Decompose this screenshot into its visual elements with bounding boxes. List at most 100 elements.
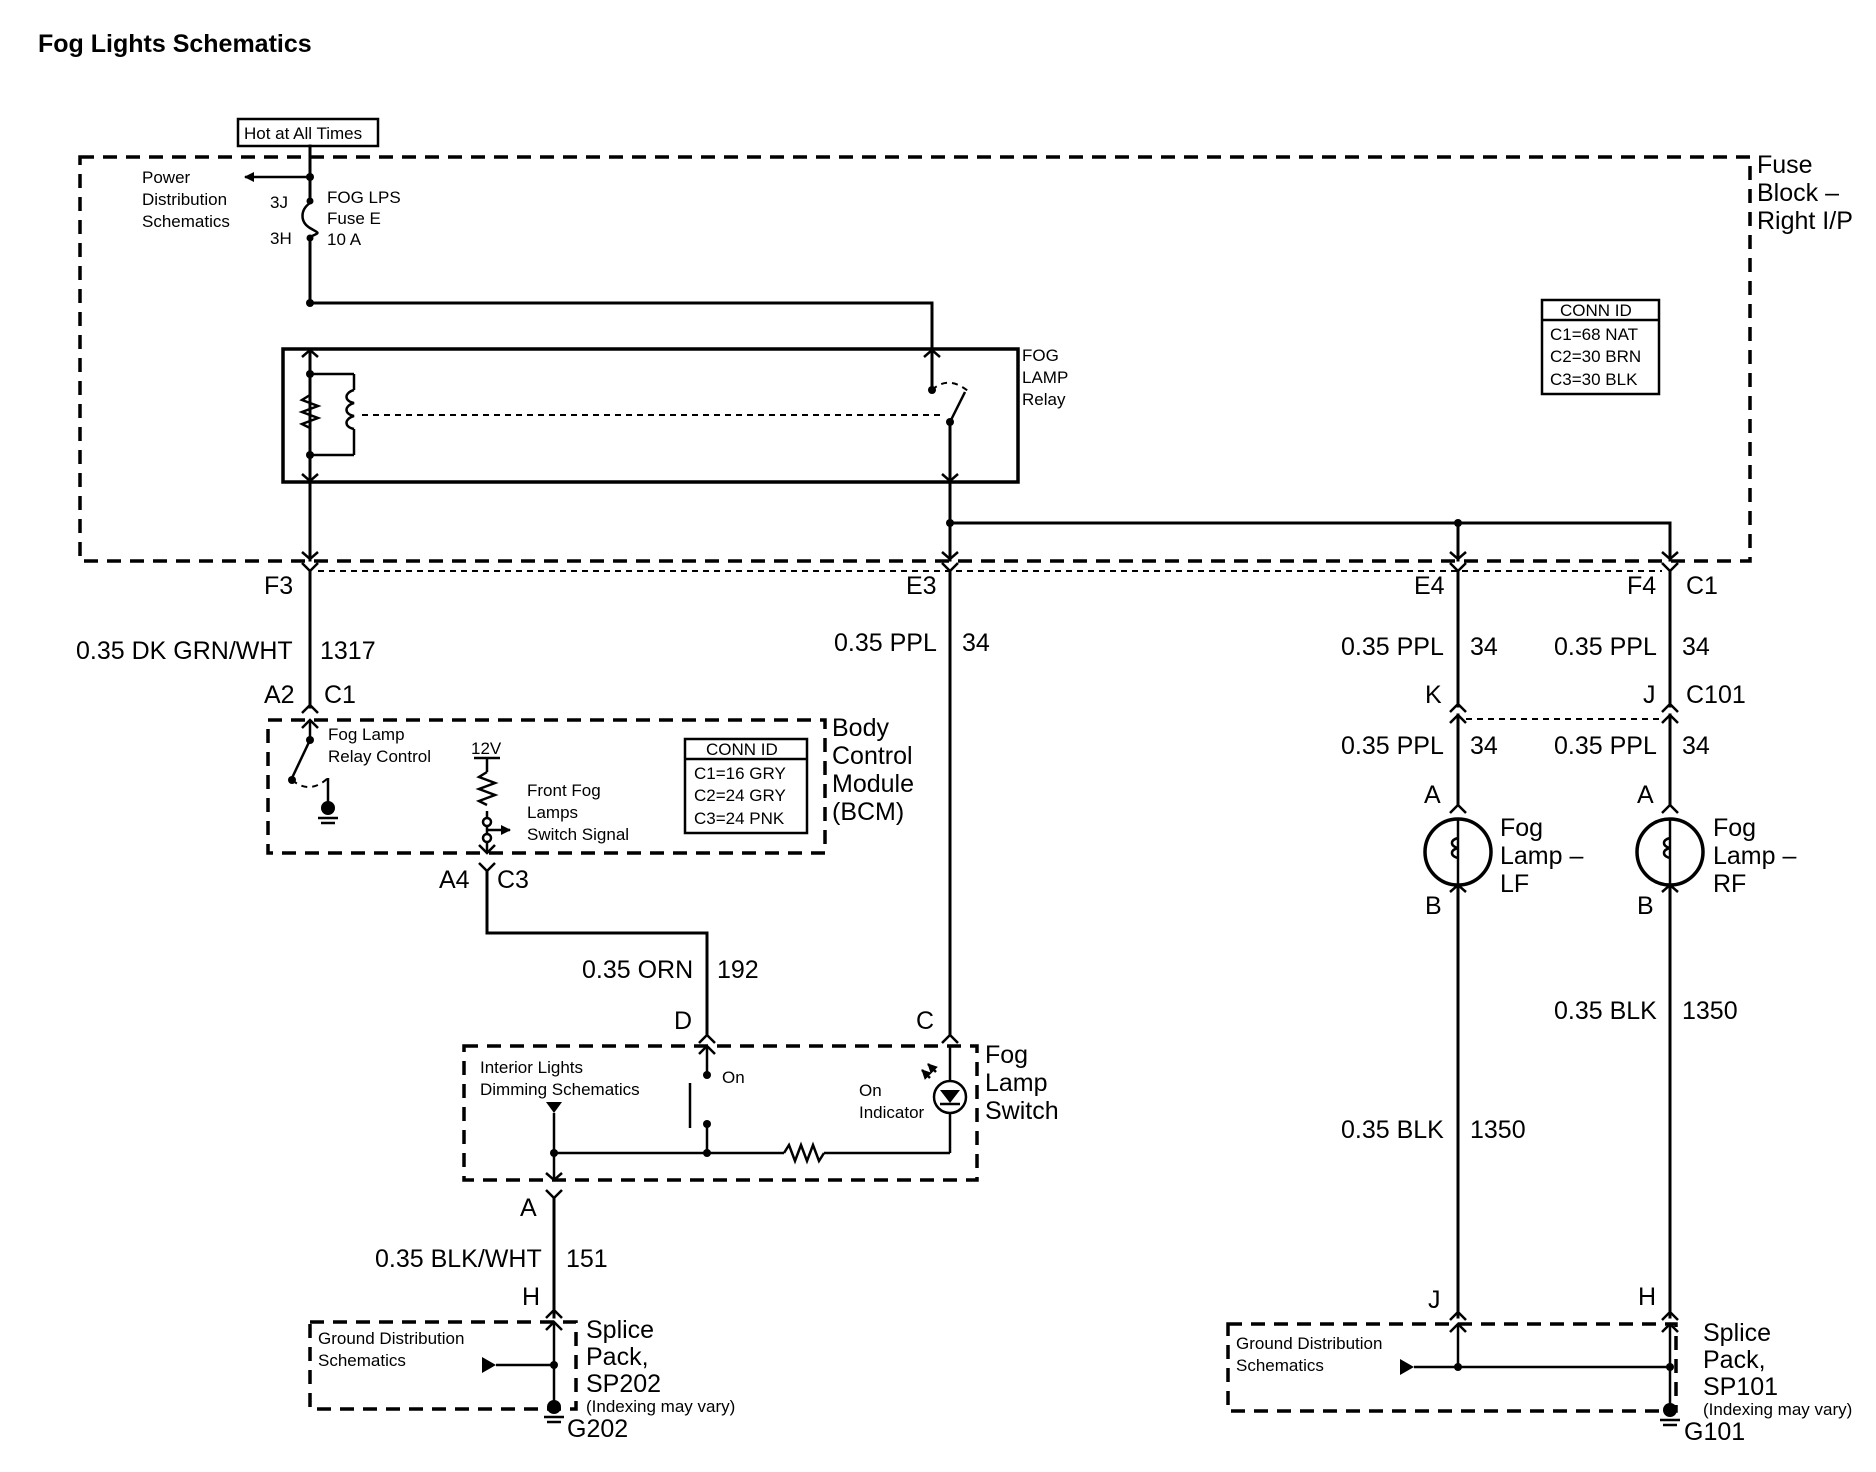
fuse-conn-row-2: C2=30 BRN <box>1550 347 1641 366</box>
wire-192-num: 192 <box>717 956 759 984</box>
wire-1350-lf-color: 0.35 BLK <box>1341 1116 1444 1144</box>
fuse-block-label-1: Fuse <box>1757 151 1813 179</box>
pin-j: J <box>1643 681 1656 709</box>
relay-feed-wire <box>306 299 934 348</box>
pin-c101: C101 <box>1686 681 1746 709</box>
switch-label-1: Fog <box>985 1041 1028 1069</box>
bcm-conn-row-1: C1=16 GRY <box>694 764 786 783</box>
power-ref-2: Distribution <box>142 190 227 209</box>
wire-34-e4-num: 34 <box>1470 633 1498 661</box>
pin-c1-bcm: C1 <box>324 681 356 709</box>
sp202-label-2: Pack, <box>586 1343 649 1371</box>
dimming-ref-2: Dimming Schematics <box>480 1080 640 1099</box>
bcm-label-3: Module <box>832 770 914 798</box>
wire-34-j-color: 0.35 PPL <box>1554 732 1657 760</box>
pin-a4: A4 <box>439 866 470 894</box>
hot-at-all-times-box: Hot at All Times <box>236 117 380 148</box>
pin-sp202-h: H <box>522 1283 540 1311</box>
fog-lamp-relay: FOG LAMP Relay <box>281 346 1068 484</box>
fuse-block-connector: F3 E3 E4 F4 C1 <box>264 562 1718 600</box>
wire-1317: 0.35 DK GRN/WHT 1317 A2 C1 <box>76 569 376 714</box>
switch-label-2: Lamp <box>985 1069 1048 1097</box>
wire-1317-color: 0.35 DK GRN/WHT <box>76 637 293 665</box>
wire-34-e4-color: 0.35 PPL <box>1341 633 1444 661</box>
fuse-pin-3h: 3H <box>270 229 292 248</box>
pin-e3: E3 <box>906 572 937 600</box>
lamp-lf-label-2: Lamp – <box>1500 842 1583 870</box>
lamp-lf-pin-a: A <box>1424 781 1441 809</box>
wire-192-color: 0.35 ORN <box>582 956 693 984</box>
sp101-ground-ref-2: Schematics <box>1236 1356 1324 1375</box>
pin-e4: E4 <box>1414 572 1445 600</box>
pin-c1-right: C1 <box>1686 572 1718 600</box>
wire-34-f4-color: 0.35 PPL <box>1554 633 1657 661</box>
pin-f4: F4 <box>1627 572 1656 600</box>
wire-34-j-num: 34 <box>1682 732 1710 760</box>
bcm-label-1: Body <box>832 714 889 742</box>
pin-sw-a: A <box>520 1194 537 1222</box>
hot-label: Hot at All Times <box>244 124 362 143</box>
wire-151: A 0.35 BLK/WHT 151 H <box>375 1189 608 1319</box>
fuse-block-label-3: Right I/P <box>1757 207 1853 235</box>
page-title: Fog Lights Schematics <box>38 30 312 58</box>
lamp-rf-label-3: RF <box>1713 870 1746 898</box>
sp202-label-1: Splice <box>586 1316 654 1344</box>
bcm-conn-header: CONN ID <box>706 740 778 759</box>
sp202-ground-ref-1: Ground Distribution <box>318 1329 464 1348</box>
bcm-signal-1: Front Fog <box>527 781 601 800</box>
dimming-ref-1: Interior Lights <box>480 1058 583 1077</box>
splice-pack-sp101: Ground Distribution Schematics Splice Pa… <box>1226 1319 1852 1446</box>
pin-c3: C3 <box>497 866 529 894</box>
splice-pack-sp202: Ground Distribution Schematics Splice Pa… <box>308 1316 735 1443</box>
bcm-conn-row-3: C3=24 PNK <box>694 809 785 828</box>
fog-lamp-rf: A B Fog Lamp – RF <box>1635 781 1796 920</box>
fuse-conn-header: CONN ID <box>1560 301 1632 320</box>
fog-lamp-lf: A B Fog Lamp – LF <box>1423 781 1583 920</box>
fuse-label-2: Fuse E <box>327 209 381 228</box>
fuse-label-3: 10 A <box>327 230 362 249</box>
wire-34-e4: 0.35 PPL 34 K <box>1341 569 1498 713</box>
wire-1317-num: 1317 <box>320 637 376 665</box>
pin-f3: F3 <box>264 572 293 600</box>
bcm-label-4: (BCM) <box>832 798 904 826</box>
bcm-12v: 12V <box>471 739 502 758</box>
pin-k: K <box>1425 681 1442 709</box>
lamp-rf-label-1: Fog <box>1713 814 1756 842</box>
fog-lps-fuse: 3J 3H FOG LPS Fuse E 10 A <box>270 144 401 307</box>
fuse-block-label-2: Block – <box>1757 179 1839 207</box>
fuse-block: Fuse Block – Right I/P <box>78 151 1853 563</box>
relay-label-2: LAMP <box>1022 368 1068 387</box>
switch-on-label: On <box>722 1068 745 1087</box>
sp202-ground-ref-2: Schematics <box>318 1351 406 1370</box>
wire-1350-lf-num: 1350 <box>1470 1116 1526 1144</box>
pin-d: D <box>674 1007 692 1035</box>
pin-sp101-h: H <box>1638 1283 1656 1311</box>
bcm-relay-ctrl-1: Fog Lamp <box>328 725 405 744</box>
lamp-lf-pin-b: B <box>1425 892 1442 920</box>
wire-1350-lf: 0.35 BLK 1350 J <box>1341 883 1526 1321</box>
wire-34-k-color: 0.35 PPL <box>1341 732 1444 760</box>
fuse-conn-row-3: C3=30 BLK <box>1550 370 1638 389</box>
sp202-ground-id: G202 <box>567 1415 628 1443</box>
fuse-block-conn-id: CONN ID C1=68 NAT C2=30 BRN C3=30 BLK <box>1540 298 1661 396</box>
lamp-lf-label-1: Fog <box>1500 814 1543 842</box>
indicator-label-1: On <box>859 1081 882 1100</box>
lamp-rf-pin-b: B <box>1637 892 1654 920</box>
wire-34-e3-num: 34 <box>962 629 990 657</box>
sp101-label-3: SP101 <box>1703 1373 1778 1401</box>
switch-label-3: Switch <box>985 1097 1059 1125</box>
wire-1350-rf-num: 1350 <box>1682 997 1738 1025</box>
wire-34-e3-color: 0.35 PPL <box>834 629 937 657</box>
sp202-indexing: (Indexing may vary) <box>586 1397 735 1416</box>
lamp-lf-label-3: LF <box>1500 870 1529 898</box>
wire-192: A4 C3 0.35 ORN 192 D <box>439 862 759 1044</box>
bcm-conn-row-2: C2=24 GRY <box>694 786 786 805</box>
power-distribution-ref: Power Distribution Schematics <box>142 168 310 231</box>
wire-34-f4-num: 34 <box>1682 633 1710 661</box>
c101-connector: 0.35 PPL 34 0.35 PPL 34 <box>1341 713 1710 807</box>
bcm-label-2: Control <box>832 742 913 770</box>
bcm-signal-2: Lamps <box>527 803 578 822</box>
power-ref-3: Schematics <box>142 212 230 231</box>
pin-sp101-j: J <box>1428 1286 1441 1314</box>
sp101-ground-id: G101 <box>1684 1418 1745 1446</box>
